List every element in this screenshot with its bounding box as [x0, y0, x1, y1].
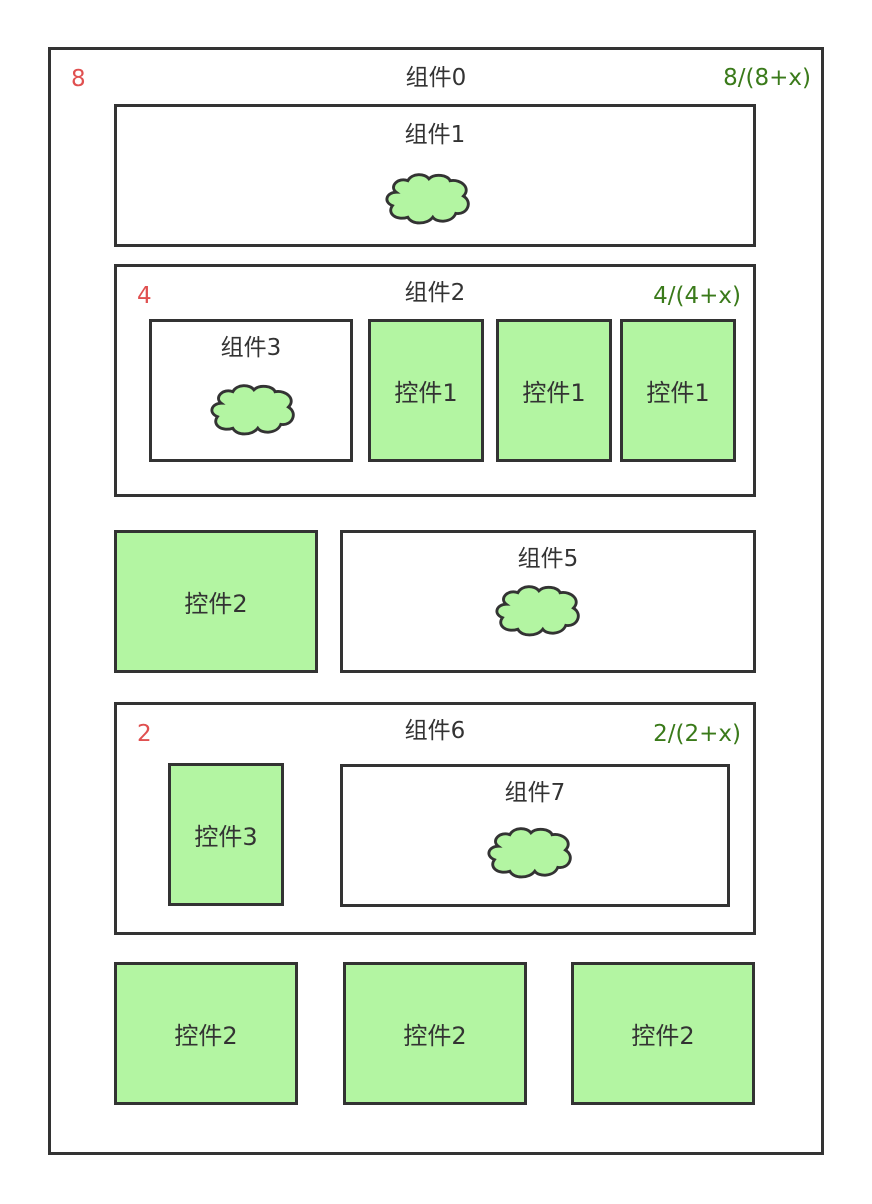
control-3-label: 控件3 — [194, 823, 258, 851]
control-1-label: 控件1 — [394, 379, 458, 407]
cloud-icon — [204, 380, 300, 438]
component-7-title: 组件7 — [504, 780, 566, 806]
control-1-label: 控件1 — [522, 379, 586, 407]
component-1: 组件1 — [114, 104, 756, 247]
control-2-label: 控件2 — [184, 590, 248, 618]
control-2-bottom-c[interactable]: 控件2 — [571, 962, 755, 1105]
component-1-title: 组件1 — [404, 122, 466, 148]
control-1-c[interactable]: 控件1 — [620, 319, 736, 462]
control-2-bottom-b[interactable]: 控件2 — [343, 962, 527, 1105]
component-6-title: 组件6 — [404, 718, 466, 744]
cloud-icon — [481, 823, 577, 881]
cloud-icon — [489, 581, 585, 639]
control-2-label: 控件2 — [631, 1022, 695, 1050]
control-2-bottom-a[interactable]: 控件2 — [114, 962, 298, 1105]
component-0-ratio: 8/(8+x) — [723, 65, 811, 91]
control-2-left[interactable]: 控件2 — [114, 530, 318, 673]
component-2-count: 4 — [137, 283, 152, 309]
cloud-icon — [379, 169, 475, 227]
component-5: 组件5 — [340, 530, 756, 673]
control-1-a[interactable]: 控件1 — [368, 319, 484, 462]
component-6-ratio: 2/(2+x) — [653, 721, 741, 747]
control-2-label: 控件2 — [403, 1022, 467, 1050]
component-3-title: 组件3 — [220, 335, 282, 361]
component-3: 组件3 — [149, 319, 353, 462]
component-2-ratio: 4/(4+x) — [653, 283, 741, 309]
control-3[interactable]: 控件3 — [168, 763, 284, 906]
component-7: 组件7 — [340, 764, 730, 907]
component-6-count: 2 — [137, 721, 152, 747]
control-1-b[interactable]: 控件1 — [496, 319, 612, 462]
component-2-title: 组件2 — [404, 280, 466, 306]
control-2-label: 控件2 — [174, 1022, 238, 1050]
component-5-title: 组件5 — [517, 546, 579, 572]
component-0-title: 组件0 — [405, 65, 467, 91]
control-1-label: 控件1 — [646, 379, 710, 407]
component-0-count: 8 — [71, 66, 86, 92]
